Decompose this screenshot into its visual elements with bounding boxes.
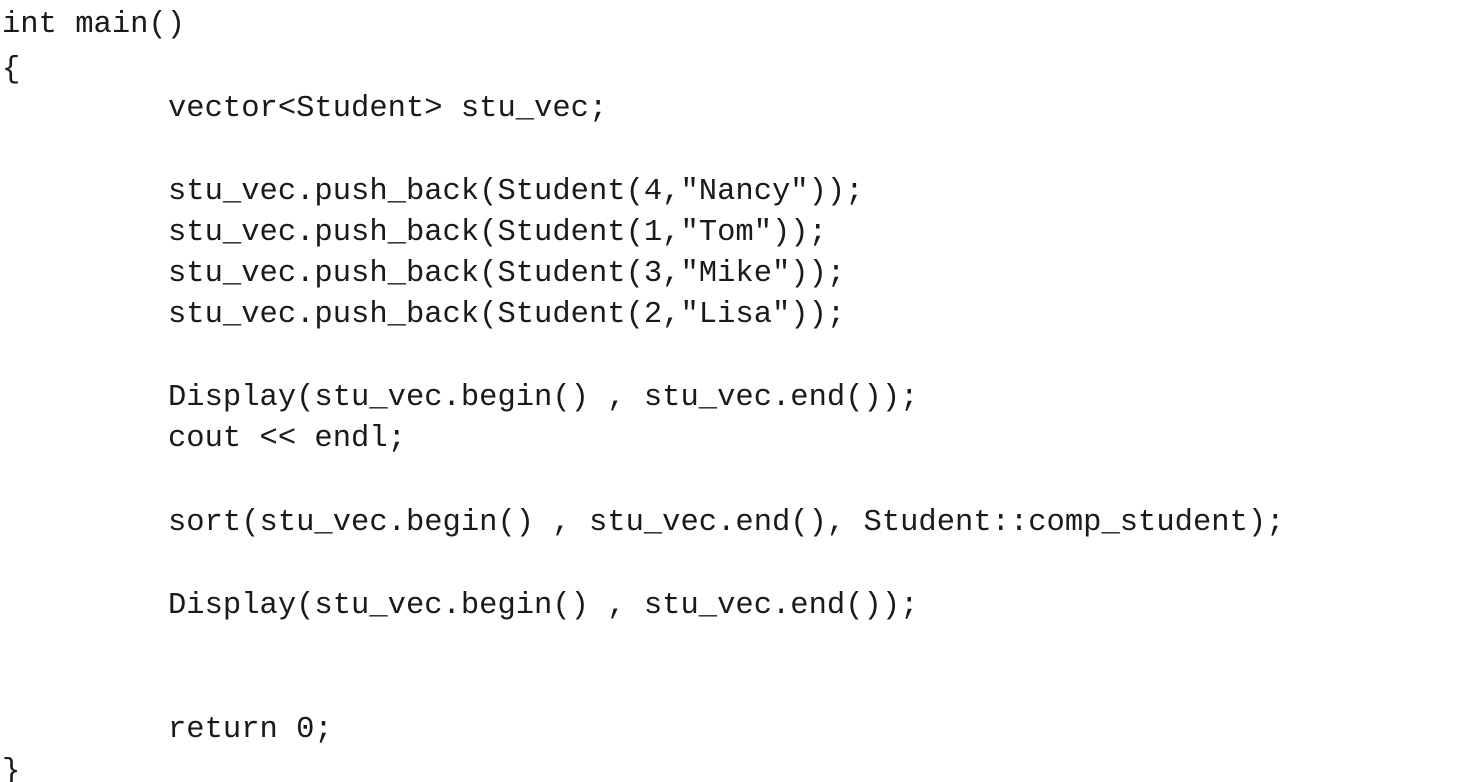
code-line-push-back-tom: stu_vec.push_back(Student(1,"Tom"));	[168, 216, 827, 250]
code-line-sort-call: sort(stu_vec.begin() , stu_vec.end(), St…	[168, 506, 1285, 540]
code-line-display-after-sort: Display(stu_vec.begin() , stu_vec.end())…	[168, 589, 919, 623]
code-line-cout-endl: cout << endl;	[168, 422, 406, 456]
code-line-open-brace: {	[2, 53, 21, 87]
code-line-push-back-nancy: stu_vec.push_back(Student(4,"Nancy"));	[168, 175, 864, 209]
code-line-vector-declaration: vector<Student> stu_vec;	[168, 92, 608, 126]
code-line-close-brace: }	[2, 755, 21, 782]
code-line-return-zero: return 0;	[168, 713, 333, 747]
code-line-function-signature: int main()	[2, 8, 186, 42]
code-line-push-back-mike: stu_vec.push_back(Student(3,"Mike"));	[168, 257, 846, 291]
code-line-push-back-lisa: stu_vec.push_back(Student(2,"Lisa"));	[168, 298, 846, 332]
code-line-display-before-sort: Display(stu_vec.begin() , stu_vec.end())…	[168, 381, 919, 415]
